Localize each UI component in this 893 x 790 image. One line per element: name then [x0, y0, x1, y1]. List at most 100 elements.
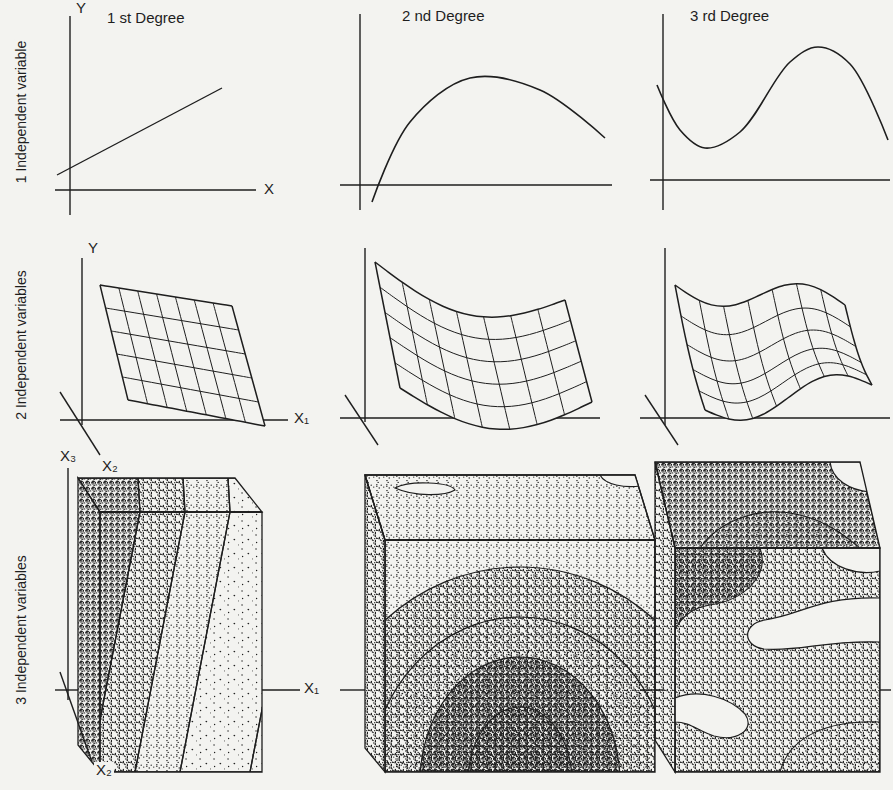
grid-line [693, 348, 861, 384]
grid-line [675, 284, 845, 307]
fold-lobe [748, 598, 880, 650]
grid-line [699, 363, 867, 403]
block-edge [385, 540, 655, 772]
grid-line [122, 377, 258, 402]
axis-label: X₁ [302, 680, 321, 697]
cubic-surface [675, 284, 872, 421]
column-heading: 2 nd Degree [400, 8, 487, 25]
x1-axis [340, 689, 365, 690]
grid-line [565, 300, 592, 402]
grid-line [390, 338, 581, 385]
fold-lobe [675, 694, 748, 738]
grid-line [194, 300, 226, 419]
row-heading: 1 Independent variable [14, 39, 29, 185]
block-edge [100, 512, 262, 772]
fold-layer [655, 462, 880, 548]
surface-fill [375, 262, 592, 429]
axis-label: X₂ [94, 762, 114, 779]
surface-fill [675, 284, 872, 420]
column-heading: 1 st Degree [105, 10, 187, 27]
grid-line [117, 354, 252, 378]
x3-axis [67, 468, 68, 700]
grid-line [385, 312, 576, 361]
block-top [365, 475, 655, 540]
x-axis [650, 179, 890, 180]
x1-axis [880, 689, 891, 690]
y-axis [81, 258, 82, 425]
linear-trend-line [57, 88, 222, 175]
row-heading: 2 Independent variables [14, 268, 29, 421]
outcrop-patch [395, 483, 455, 495]
layer-bands [0, 512, 380, 772]
grid-line [380, 287, 570, 339]
fold-layer [675, 548, 880, 772]
grid-line [157, 294, 187, 411]
y-axis [69, 16, 70, 215]
x1-axis [640, 417, 890, 418]
grid-line [511, 316, 537, 425]
grid-line [456, 311, 482, 427]
linear-layer-block [0, 478, 380, 772]
grid-line [400, 388, 592, 429]
axis-label: X₃ [58, 448, 78, 465]
arch-layer [370, 617, 670, 790]
x1-axis [262, 689, 300, 690]
axis-label: X₂ [100, 458, 120, 475]
grid-line [538, 309, 565, 414]
fold-layer [780, 722, 880, 772]
block-edge [78, 478, 262, 512]
axis-label: X₁ [292, 410, 311, 427]
outcrop-patch [600, 475, 640, 487]
grid-line [232, 306, 265, 426]
block-side [78, 478, 100, 772]
x2-axis [60, 392, 100, 455]
x2-axis [645, 395, 678, 445]
grid-line [100, 285, 128, 400]
x-axis [340, 184, 612, 185]
row-heading: 3 Independent variables [14, 553, 29, 706]
axis-label: Y [86, 240, 100, 257]
block-edge [365, 475, 655, 540]
grid-line [484, 317, 510, 429]
grid-line [429, 299, 455, 418]
layer-band [183, 478, 230, 512]
axis-label: X [262, 181, 276, 198]
grid-line [128, 400, 265, 426]
grid-line [175, 297, 206, 415]
grid-line [395, 363, 587, 407]
grid-line [687, 330, 856, 361]
grid-line [375, 262, 565, 317]
y-axis [664, 248, 665, 425]
top-patches [395, 475, 640, 495]
quadratic-trend-curve [372, 76, 605, 202]
fold-lobe [822, 548, 880, 572]
axis-label: Y [74, 0, 88, 17]
y-axis [359, 14, 360, 210]
y-axis [364, 248, 365, 422]
x-axis [55, 189, 256, 190]
one-variable-row [55, 14, 890, 215]
grid-line [402, 282, 427, 405]
grid-line [375, 262, 400, 388]
grid-line [681, 308, 850, 335]
layer-band [138, 478, 185, 512]
grid-line [111, 331, 245, 354]
grid-line [213, 303, 245, 422]
block-edge [655, 462, 880, 548]
planar-surface [100, 285, 265, 426]
column-heading: 3 rd Degree [688, 8, 771, 25]
grid-line [845, 305, 872, 385]
quadratic-surface [375, 262, 592, 429]
layer-band [180, 512, 300, 772]
fold-layer [675, 548, 762, 630]
cubic-trend-curve [657, 47, 888, 148]
block-edge [675, 548, 880, 772]
arch-layer [420, 657, 620, 790]
grid-line [705, 375, 872, 420]
grid-line [106, 308, 239, 330]
two-variable-row [60, 248, 890, 455]
top-layers [655, 462, 880, 548]
layer-bands [38, 478, 380, 512]
